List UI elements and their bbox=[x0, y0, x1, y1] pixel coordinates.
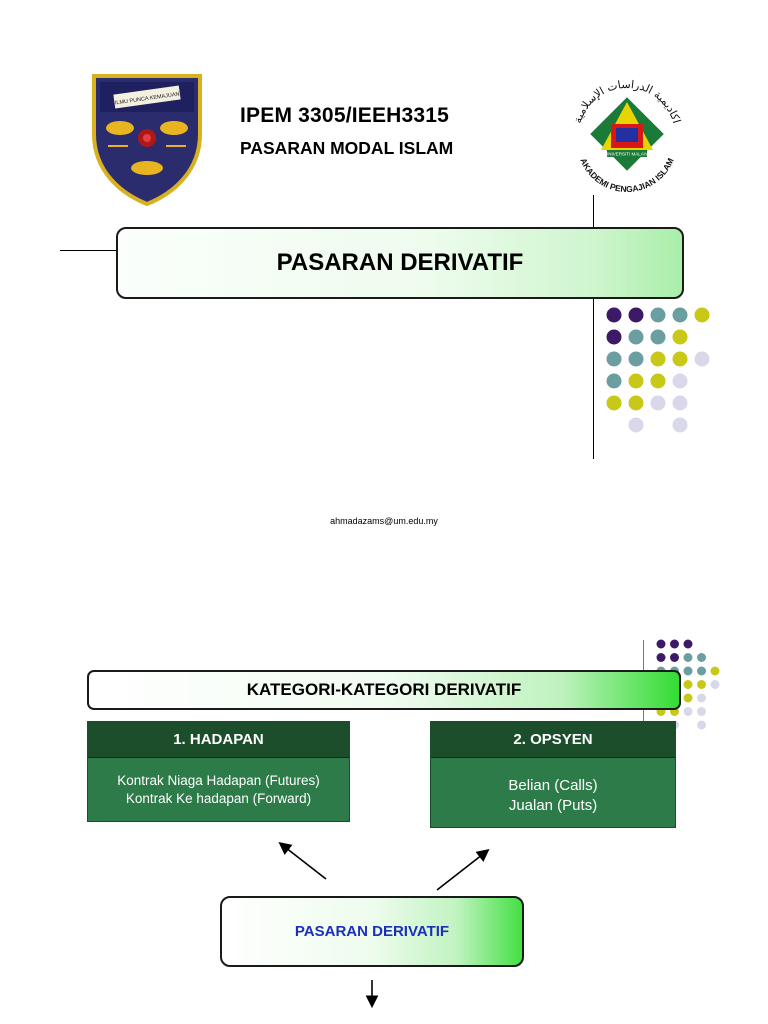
decorative-dot bbox=[697, 666, 706, 676]
decorative-dot bbox=[697, 720, 706, 730]
decorative-dot bbox=[628, 373, 644, 389]
decorative-dot bbox=[656, 653, 666, 662]
slide-title-box: PASARAN DERIVATIF bbox=[116, 227, 684, 299]
decorative-dot bbox=[672, 329, 688, 345]
decorative-dot bbox=[672, 417, 688, 433]
decorative-dot bbox=[606, 329, 622, 345]
decorative-dot-grid bbox=[606, 307, 710, 433]
university-crest-logo: ILMU PUNCA KEMAJUAN bbox=[92, 74, 202, 206]
decorative-dot bbox=[606, 395, 622, 411]
derivative-market-label: PASARAN DERIVATIF bbox=[294, 923, 450, 940]
decorative-dot bbox=[697, 680, 706, 689]
decorative-dot bbox=[672, 307, 688, 323]
decorative-dot bbox=[606, 373, 622, 389]
course-name: PASARAN MODAL ISLAM bbox=[240, 138, 454, 158]
decorative-dot bbox=[606, 351, 622, 367]
decorative-dot bbox=[683, 680, 693, 689]
opsyen-line-calls: Belian (Calls) bbox=[508, 777, 598, 794]
decorative-dot bbox=[697, 693, 706, 703]
decorative-dot bbox=[650, 373, 666, 389]
derivative-market-box: PASARAN DERIVATIF bbox=[220, 896, 524, 967]
contact-email: ahmadazams@um.edu.my bbox=[330, 516, 438, 526]
category-box-opsyen: 2. OPSYEN Belian (Calls) Jualan (Puts) bbox=[430, 721, 676, 828]
opsyen-title: 2. OPSYEN bbox=[431, 722, 675, 758]
decorative-line-left bbox=[60, 250, 118, 251]
decorative-dot bbox=[650, 351, 666, 367]
hadapan-line-futures: Kontrak Niaga Hadapan (Futures) bbox=[117, 773, 320, 788]
decorative-dot bbox=[683, 639, 693, 649]
arrow-to-hadapan bbox=[278, 842, 327, 880]
decorative-dot bbox=[628, 307, 644, 323]
decorative-dot bbox=[710, 680, 720, 689]
decorative-dot bbox=[650, 329, 666, 345]
decorative-dot bbox=[683, 707, 693, 716]
decorative-dot bbox=[628, 417, 644, 433]
hadapan-title: 1. HADAPAN bbox=[88, 722, 349, 758]
categories-header-text: KATEGORI-KATEGORI DERIVATIF bbox=[246, 680, 522, 699]
decorative-dot bbox=[650, 307, 666, 323]
decorative-dot bbox=[656, 639, 666, 649]
decorative-dot bbox=[672, 395, 688, 411]
decorative-dot bbox=[694, 351, 710, 367]
decorative-dot bbox=[683, 693, 693, 703]
decorative-line-vertical bbox=[593, 195, 594, 459]
decorative-dot bbox=[672, 351, 688, 367]
logo-inner-text: UNIVERSITI MALAYA bbox=[605, 152, 649, 157]
decorative-dot bbox=[628, 329, 644, 345]
decorative-dot bbox=[670, 653, 679, 662]
academy-islamic-studies-logo: اكاديمية الدراسات الإسلامية AKADEMI PENG… bbox=[565, 74, 689, 198]
decorative-dot bbox=[697, 653, 706, 662]
decorative-dot bbox=[628, 395, 644, 411]
decorative-dot bbox=[670, 639, 679, 649]
decorative-dot bbox=[694, 307, 710, 323]
decorative-dot bbox=[697, 707, 706, 716]
decorative-dot bbox=[628, 351, 644, 367]
slide-title: PASARAN DERIVATIF bbox=[276, 249, 524, 276]
decorative-dot bbox=[683, 666, 693, 676]
opsyen-line-puts: Jualan (Puts) bbox=[508, 796, 598, 814]
arrow-to-opsyen bbox=[436, 849, 490, 891]
decorative-dot bbox=[650, 395, 666, 411]
decorative-dot bbox=[672, 373, 688, 389]
decorative-dot bbox=[710, 666, 720, 676]
course-code: IPEM 3305/IEEH3315 bbox=[240, 104, 450, 127]
hadapan-line-forward: Kontrak Ke hadapan (Forward) bbox=[125, 790, 312, 806]
decorative-dot bbox=[606, 307, 622, 323]
decorative-dot bbox=[683, 653, 693, 662]
categories-header: KATEGORI-KATEGORI DERIVATIF bbox=[87, 670, 681, 710]
category-box-hadapan: 1. HADAPAN Kontrak Niaga Hadapan (Future… bbox=[87, 721, 350, 822]
